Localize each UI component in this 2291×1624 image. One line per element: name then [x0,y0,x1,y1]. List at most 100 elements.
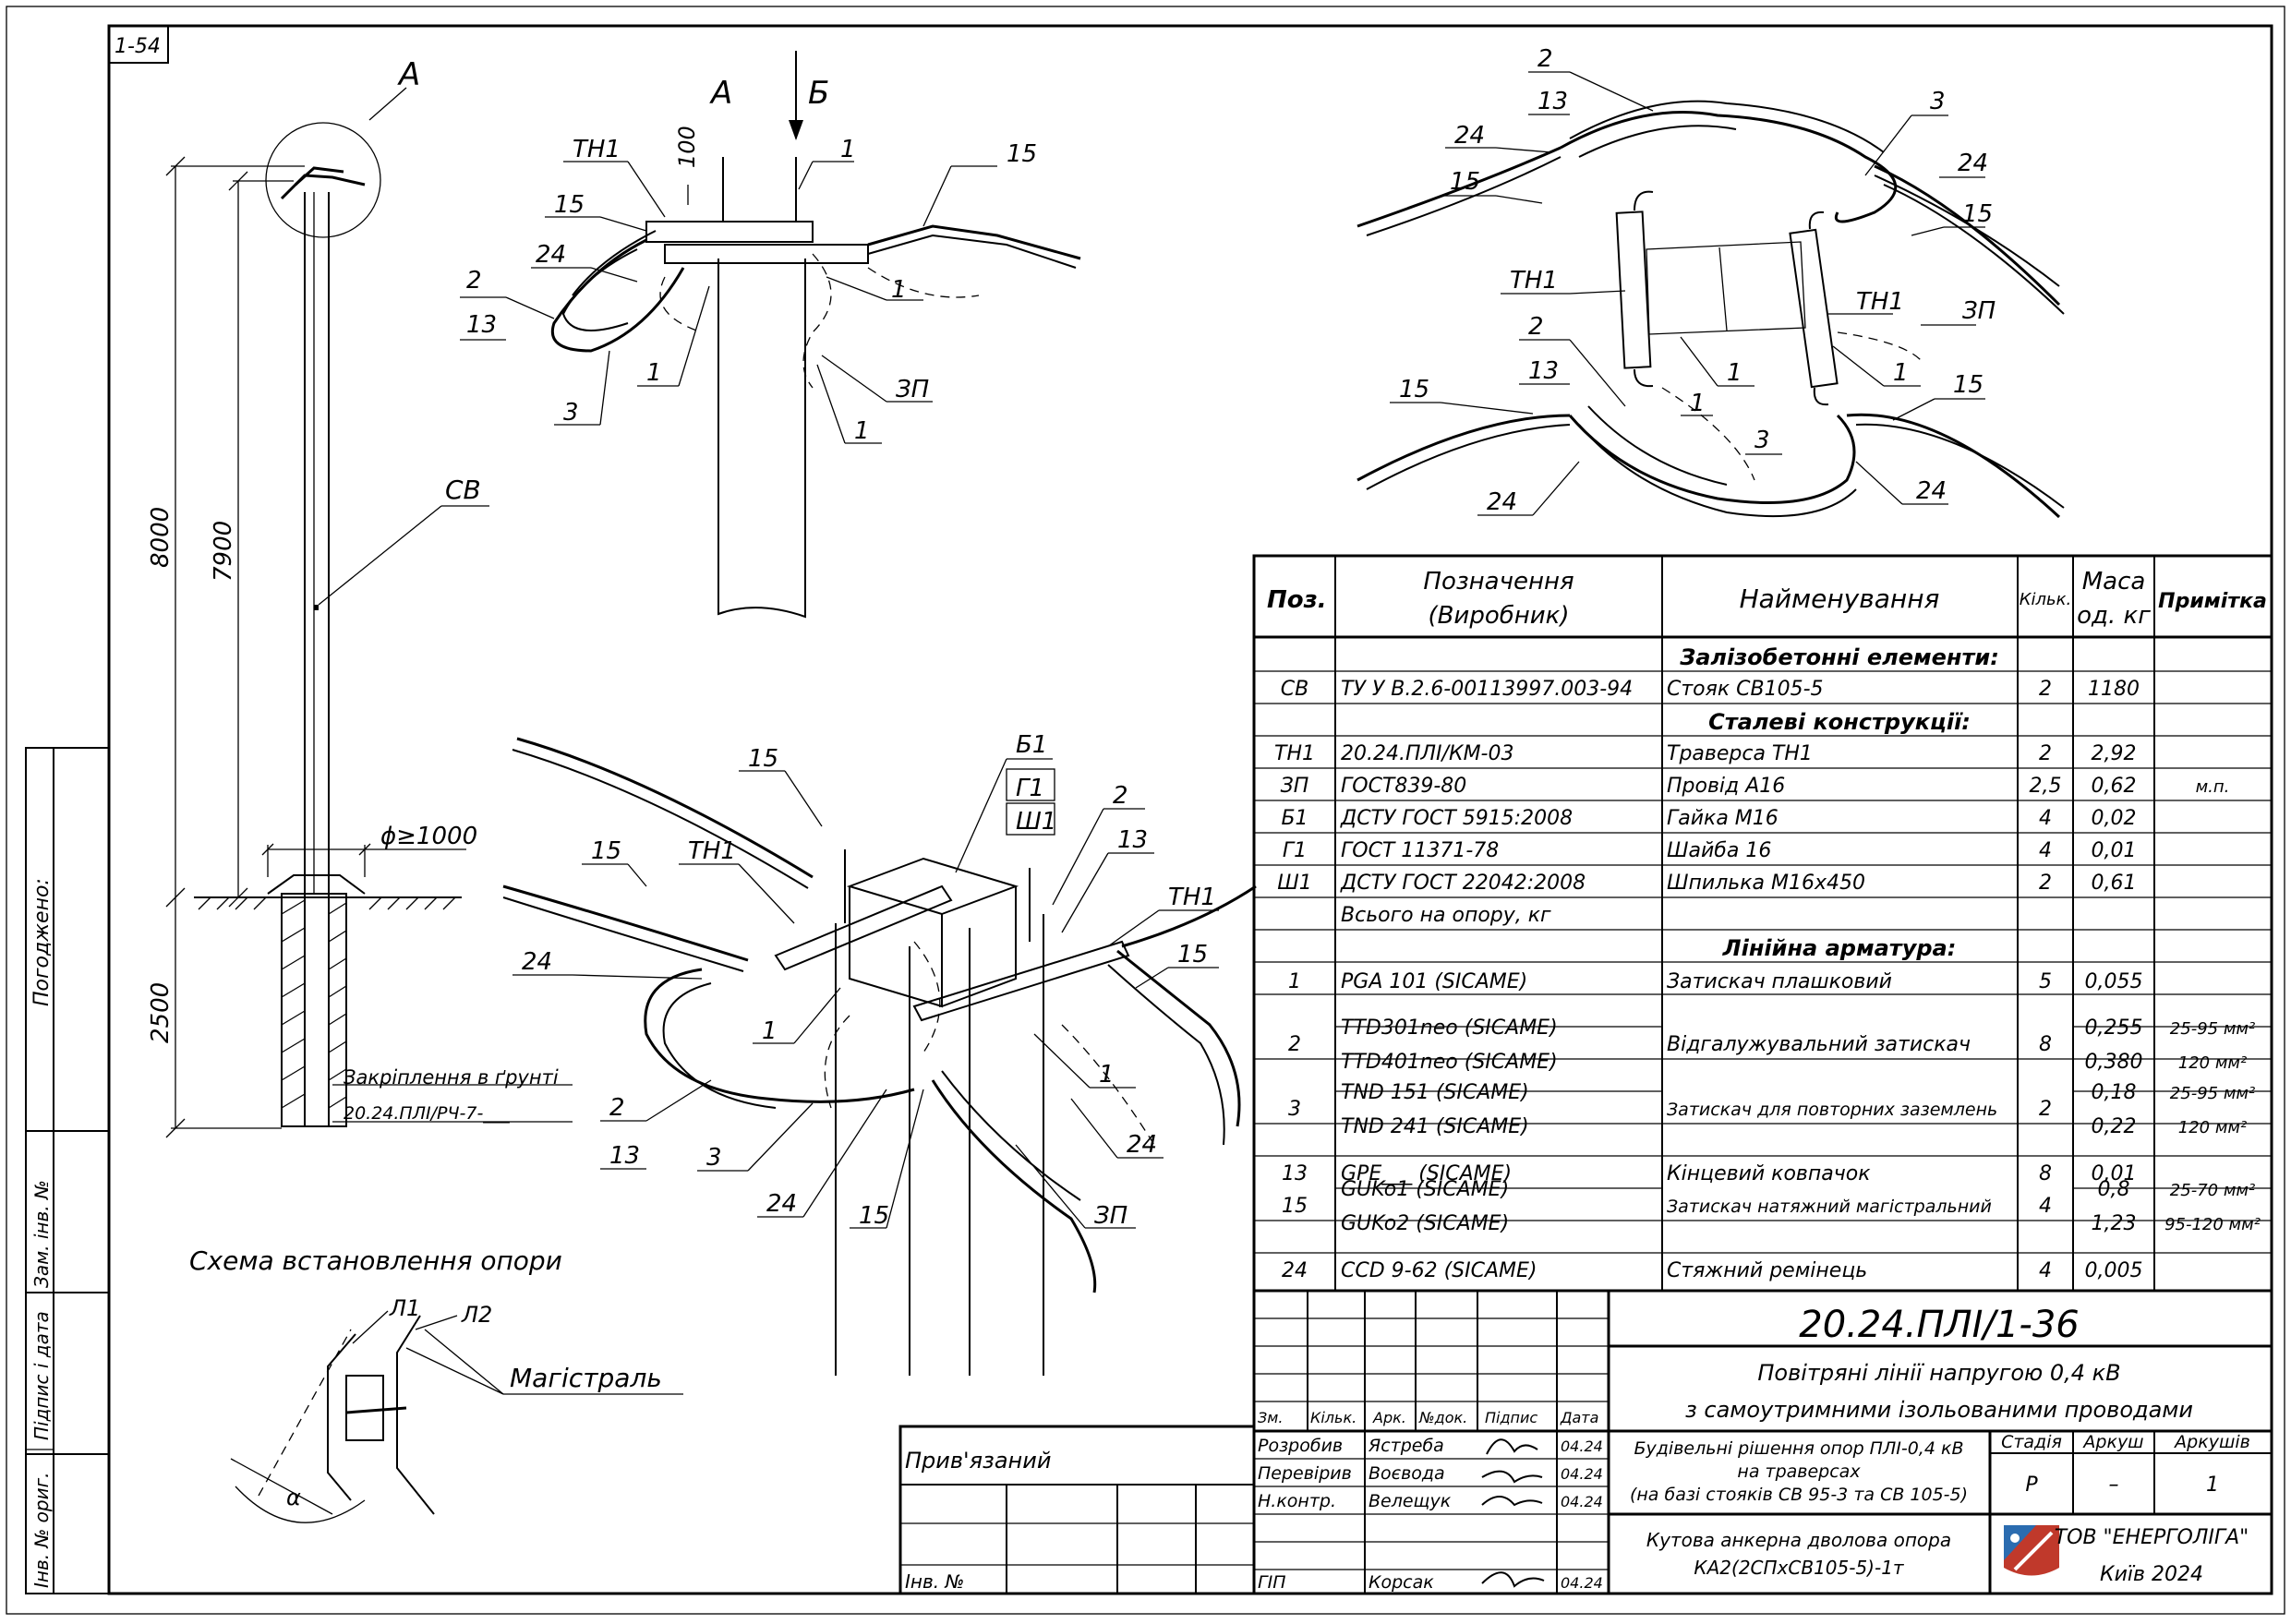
spec-designation: TTD401neo (SICAME) [1341,1051,1558,1074]
sheet-value: – [2109,1474,2119,1497]
spec-note: 25-95 мм² [2170,1019,2255,1039]
view-a-callout: ЗП [896,376,929,403]
view-b-callout: 3 [1754,427,1770,454]
view-a-callout: 15 [554,191,585,219]
section-line-2: на траверсах [1737,1462,1861,1482]
binding-block: Прив'язаний Інв. № [898,1425,1256,1595]
spec-note: 120 мм² [2178,1053,2247,1073]
pole-elevation: А 8000 7900 2500 СВ ϕ≥1000 Закріплення в [147,56,573,1138]
spec-qty: 2 [2039,1098,2052,1121]
view-a-callout: 3 [563,399,579,427]
col-pidpys: Підпис [1485,1409,1537,1426]
date-2: 04.24 [1561,1465,1603,1483]
spec-pos: 2 [1288,1033,1301,1056]
fix-doc: 20.24.ПЛІ/РЧ-7-___ [344,1103,510,1124]
spec-mass: 0,18 [2092,1081,2137,1104]
view-b-callout: ТН1 [1510,267,1558,295]
bound-label: Прив'язаний [905,1448,1051,1474]
date-3: 04.24 [1561,1493,1603,1510]
spec-name: Провід А16 [1667,775,1785,798]
spec-mass: 1180 [2088,678,2140,701]
side-stamp: Погоджено: Зам. інв. № Підпис і дата Інв… [25,747,110,1594]
view-a-callout: 1 [891,276,907,304]
spec-qty: 5 [2039,970,2052,993]
iso-callout: 15 [591,837,621,865]
spec-note: м.п. [2196,777,2230,797]
spec-pos: Г1 [1283,839,1307,862]
spec-designation: GPE___ (SICAME) [1341,1162,1512,1185]
spec-pos: СВ [1281,678,1308,701]
iso-callout: 24 [1127,1131,1157,1159]
view-b-callout: 3 [1930,88,1946,115]
person-1: Ястреба [1368,1436,1444,1456]
dim-2500: 2500 [147,982,175,1043]
hdr-name: Найменування [1740,583,1940,614]
spec-name: Затискач натяжний магістральний [1667,1197,1992,1217]
inv-orig-label: Інв. № ориг. [30,1473,53,1588]
spec-name: Траверса ТН1 [1667,742,1813,765]
view-b-callout: 2 [1537,45,1553,73]
spec-designation: TND 241 (SICAME) [1341,1115,1529,1138]
signature-3 [1481,1496,1543,1507]
view-a-title: А [709,75,732,112]
spec-designation: ТУ У В.2.6-00113997.003-94 [1341,678,1633,701]
spec-pos: Б1 [1281,807,1308,830]
spec-designation: ГОСТ839-80 [1341,775,1466,798]
section-concrete: Залізобетонні елементи: [1679,644,1999,670]
stage-header: Стадія [2001,1432,2062,1452]
view-a-callout: 15 [1007,140,1037,168]
section-fittings: Лінійна арматура: [1722,935,1957,961]
person-2: Воєвода [1369,1463,1445,1484]
date-1: 04.24 [1561,1438,1603,1455]
section-line-3: (на базі стояків СВ 95-3 та СВ 105-5) [1630,1485,1968,1505]
spec-designation: CCD 9-62 (SICAME) [1341,1259,1537,1282]
view-b-callout: 24 [1487,488,1517,516]
view-a-callout: 13 [466,311,497,339]
project-line-2: з самоутримними ізольованими проводами [1685,1397,2193,1423]
iso-callout: 13 [609,1142,640,1170]
signature-date-label: Підпис і дата [30,1311,53,1440]
col-data: Дата [1560,1409,1598,1426]
view-b-callout: 1 [1893,359,1909,387]
view-b-callout: 24 [1454,122,1485,150]
spec-table: Поз. Позначення (Виробник) Найменування … [1252,554,2273,1293]
spec-qty: 4 [2039,1259,2052,1282]
spec-rows: СВ ТУ У В.2.6-00113997.003-94 Стояк СВ105-… [1274,678,2261,1282]
spec-qty: 8 [2039,1033,2052,1056]
view-a-callout: 1 [646,359,662,387]
iso-callout: 2 [1113,782,1128,810]
person-3: Велещук [1369,1491,1452,1511]
spec-designation: ГОСТ 11371-78 [1341,839,1499,862]
view-a: А Б 100 ТН1 15 24 2 13 3 1 [460,51,1081,619]
spec-qty: 4 [2039,807,2052,830]
spec-note: 120 мм² [2178,1118,2247,1137]
iso-callout: 1 [762,1017,778,1045]
view-isometric: 15 15 ТН1 24 Б1 Г1 Ш1 2 13 ТН1 15 1 1 2 … [502,731,1257,1376]
spec-qty: 4 [2039,839,2052,862]
sheet-title-1: Кутова анкерна дволова опора [1646,1529,1951,1551]
inner-frame [107,24,2273,1595]
sheet-number: 1-54 [115,35,161,58]
iso-callout: 15 [859,1202,889,1230]
spec-mass: 0,01 [2092,839,2137,862]
pole-tag: СВ [445,475,481,505]
view-b-callout: 15 [1399,376,1429,403]
spec-designation: ДСТУ ГОСТ 5915:2008 [1340,807,1573,830]
hdr-note: Примітка [2158,590,2267,613]
iso-callout: 24 [766,1190,797,1218]
spec-qty: 2 [2039,678,2052,701]
view-b-callout: 13 [1537,88,1568,115]
spec-name: Гайка М16 [1667,807,1779,830]
view-a-callout-100: 100 [674,126,700,168]
spec-mass: 0,055 [2085,970,2143,993]
view-a-callout: 2 [466,267,482,295]
dim-7900: 7900 [210,521,237,582]
iso-callout: 15 [748,745,778,773]
iso-callout: 2 [609,1094,625,1122]
spec-name: Стояк СВ105-5 [1667,678,1824,701]
spec-name: Затискач для повторних заземлень [1667,1100,1997,1120]
view-b: 2 13 3 24 15 24 15 ТН1 ТН1 ЗП 1 1 1 2 13… [1357,45,2065,519]
spec-designation: TTD301neo (SICAME) [1341,1017,1558,1040]
